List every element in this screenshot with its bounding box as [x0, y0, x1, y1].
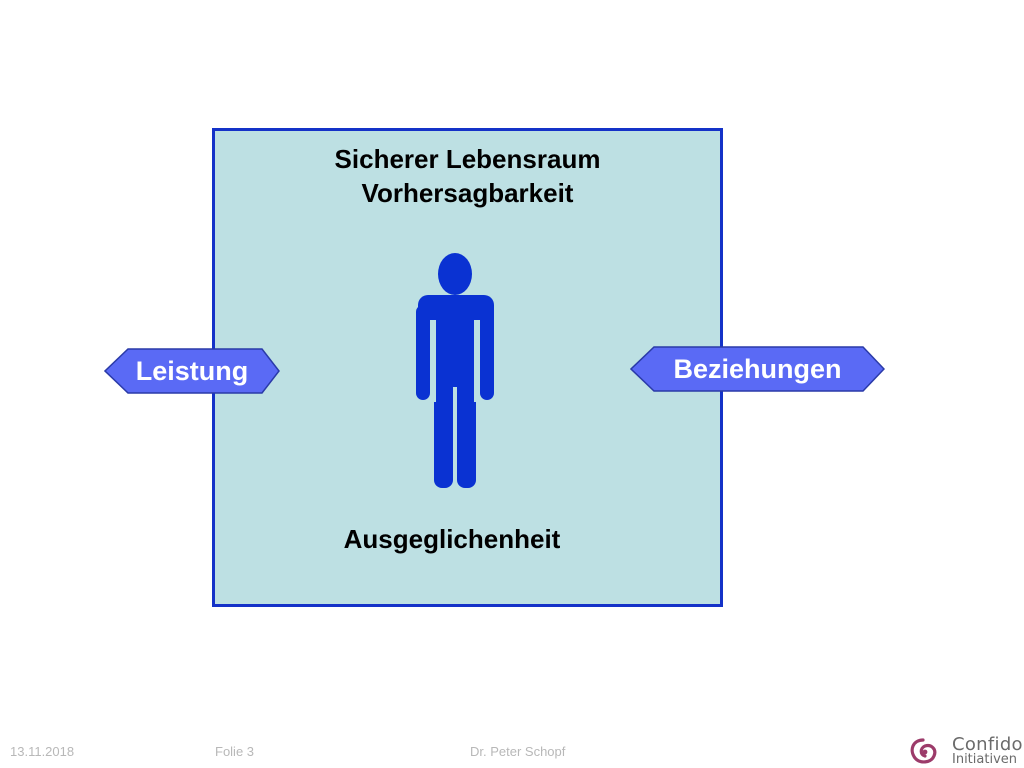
relationships-tag: Beziehungen	[630, 346, 885, 392]
performance-tag-label: Leistung	[135, 355, 249, 386]
footer-date: 13.11.2018	[10, 744, 75, 759]
logo-subtitle: Initiativen	[952, 752, 1017, 767]
person-left-arm	[416, 305, 430, 400]
diagram-title-line1: Sicherer Lebensraum	[334, 144, 601, 174]
footer-slide-number: Folie 3	[215, 744, 255, 759]
performance-tag: Leistung	[104, 348, 280, 394]
balance-label: Ausgeglichenheit	[343, 524, 561, 554]
footer-author: Dr. Peter Schopf	[470, 744, 566, 759]
person-left-leg	[434, 370, 453, 488]
swirl-logo-icon	[910, 738, 937, 764]
left-arrow-tag-shape	[104, 348, 280, 394]
person-right-arm	[480, 305, 494, 400]
relationships-tag-label: Beziehungen	[673, 353, 842, 384]
person-right-leg	[457, 370, 476, 488]
diagram-title-line2: Vorhersagbarkeit	[361, 178, 574, 208]
person-figure-icon	[416, 253, 494, 490]
person-head	[438, 253, 472, 295]
right-arrow-tag-shape	[630, 346, 885, 392]
logo-name: Confido	[952, 734, 1023, 755]
